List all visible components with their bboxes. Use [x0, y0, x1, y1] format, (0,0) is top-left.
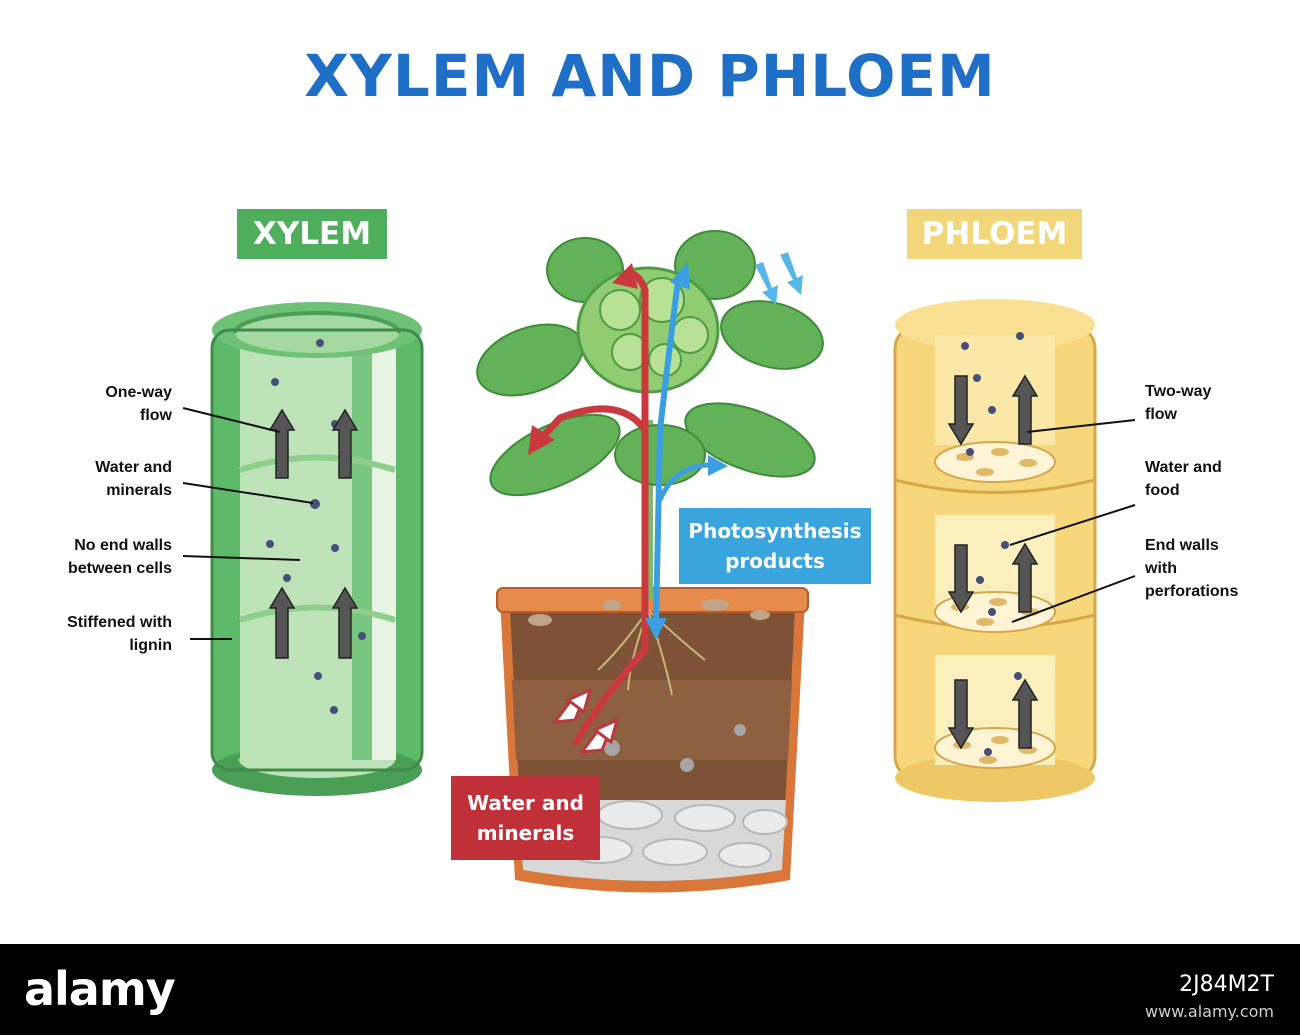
phloem-two-way-arrows — [947, 374, 1039, 750]
sunlight-arrows — [755, 252, 803, 305]
xylem-heading: XYLEM — [237, 209, 387, 259]
xylem-leader-lines — [182, 407, 314, 640]
alamy-logo: alamy — [24, 962, 176, 1016]
plant — [476, 230, 824, 754]
phloem-leader-lines — [1009, 419, 1136, 623]
phloem-heading: PHLOEM — [907, 209, 1082, 259]
footer-url: www.alamy.com — [1145, 1002, 1274, 1021]
xylem-tube — [210, 302, 424, 796]
page-title: XYLEM AND PHLOEM — [304, 42, 996, 110]
xylem-up-arrow — [268, 408, 359, 659]
image-id: 2J84M2T — [1179, 972, 1274, 997]
phloem-tube — [893, 299, 1097, 802]
red-flow-arrow — [528, 263, 649, 747]
blue-flow-arrow — [645, 262, 728, 640]
watermark-footer: alamy 2J84M2T www.alamy.com — [0, 944, 1300, 1035]
water-intake-arrows — [551, 687, 620, 754]
